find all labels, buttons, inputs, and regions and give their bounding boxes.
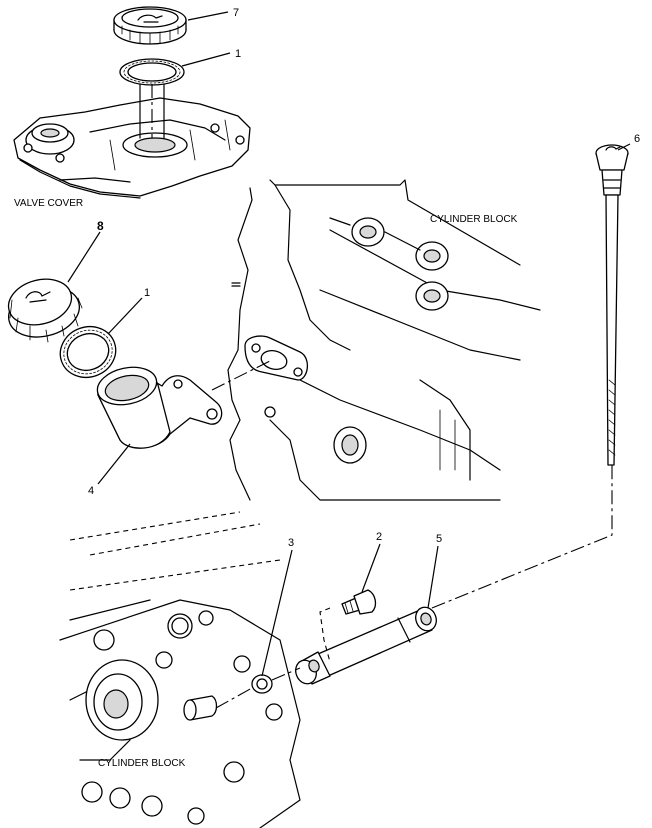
oil-can-icon bbox=[605, 146, 621, 151]
callout-5: 5 bbox=[436, 533, 442, 545]
oil-can-icon bbox=[137, 14, 163, 23]
washer-3 bbox=[251, 674, 273, 694]
oil-filler-cap-7 bbox=[113, 6, 187, 45]
cylinder-block-lower bbox=[59, 511, 301, 828]
filler-tube-4 bbox=[96, 366, 223, 449]
label-cylinder-block-upper: CYLINDER BLOCK bbox=[430, 214, 518, 225]
callouts: 7 1 8 1 4 6 3 2 5 bbox=[67, 7, 640, 677]
oil-can-icon bbox=[25, 291, 51, 303]
gasket-1-top bbox=[119, 58, 185, 86]
callout-4: 4 bbox=[88, 485, 94, 497]
gasket-1-mid bbox=[59, 325, 117, 379]
oil-filler-cap-8 bbox=[7, 278, 83, 343]
valve-cover bbox=[13, 97, 251, 199]
callout-3: 3 bbox=[288, 537, 294, 549]
dipstick-6 bbox=[595, 144, 629, 466]
bolt-2 bbox=[341, 589, 377, 615]
cylinder-block-upper bbox=[227, 179, 541, 501]
callout-8: 8 bbox=[97, 219, 104, 233]
callout-1-top: 1 bbox=[235, 48, 241, 60]
dipstick-tube-5 bbox=[295, 606, 437, 685]
label-cylinder-block-lower: CYLINDER BLOCK bbox=[98, 758, 186, 769]
callout-2: 2 bbox=[376, 531, 382, 543]
label-valve-cover: VALVE COVER bbox=[14, 198, 83, 209]
callout-1-mid: 1 bbox=[144, 287, 150, 299]
callout-7: 7 bbox=[233, 7, 239, 19]
assembly-lines bbox=[151, 84, 613, 709]
callout-6: 6 bbox=[634, 133, 640, 145]
